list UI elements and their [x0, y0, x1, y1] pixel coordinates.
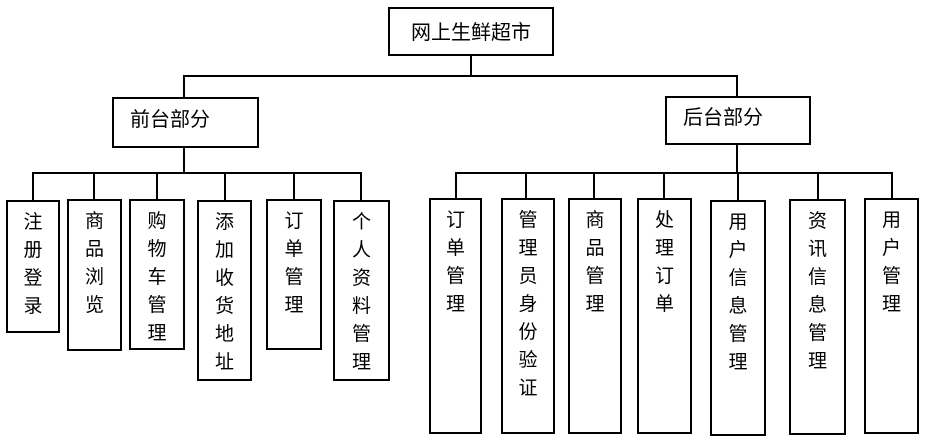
back-leaf-label: 用户信息管理: [728, 211, 748, 373]
front-leaf-order-management: 订单管理: [266, 199, 322, 350]
front-leaf-product-browse: 商品浏览: [67, 199, 122, 351]
root-node-label: 网上生鲜超市: [411, 19, 531, 44]
front-leaf-register-login: 注册登录: [6, 200, 60, 333]
front-leaf-cart-management: 购物车管理: [129, 199, 185, 350]
back-leaf-product-management: 商品管理: [568, 198, 622, 434]
front-leaf-label: 商品浏览: [84, 210, 104, 316]
front-node-label: 前台部分: [130, 107, 210, 131]
back-leaf-admin-auth: 管理员身份验证: [501, 198, 555, 434]
front-leaf-label: 购物车管理: [147, 210, 167, 344]
front-leaf-profile-management: 个人资料管理: [333, 200, 390, 381]
back-leaf-label: 管理员身份验证: [518, 209, 538, 399]
front-leaf-label: 添加收货地址: [214, 211, 234, 373]
front-leaf-label: 注册登录: [23, 211, 43, 317]
back-leaf-news-management: 资讯信息管理: [789, 199, 846, 435]
back-leaf-label: 用户管理: [881, 209, 901, 315]
front-leaf-label: 订单管理: [284, 210, 304, 316]
back-leaf-label: 资讯信息管理: [807, 210, 827, 372]
back-leaf-label: 处理订单: [654, 209, 674, 315]
root-node: 网上生鲜超市: [388, 7, 554, 56]
back-leaf-label: 订单管理: [445, 209, 465, 315]
front-leaf-add-address: 添加收货地址: [197, 200, 252, 381]
front-leaf-label: 个人资料管理: [351, 211, 371, 373]
back-leaf-label: 商品管理: [585, 209, 605, 315]
back-leaf-order-management: 订单管理: [429, 198, 482, 434]
back-node-label: 后台部分: [683, 105, 763, 129]
back-leaf-user-info-management: 用户信息管理: [710, 200, 766, 436]
back-leaf-process-orders: 处理订单: [637, 198, 692, 434]
back-node: 后台部分: [665, 96, 811, 145]
back-leaf-user-management: 用户管理: [864, 198, 919, 434]
front-node: 前台部分: [112, 97, 259, 148]
